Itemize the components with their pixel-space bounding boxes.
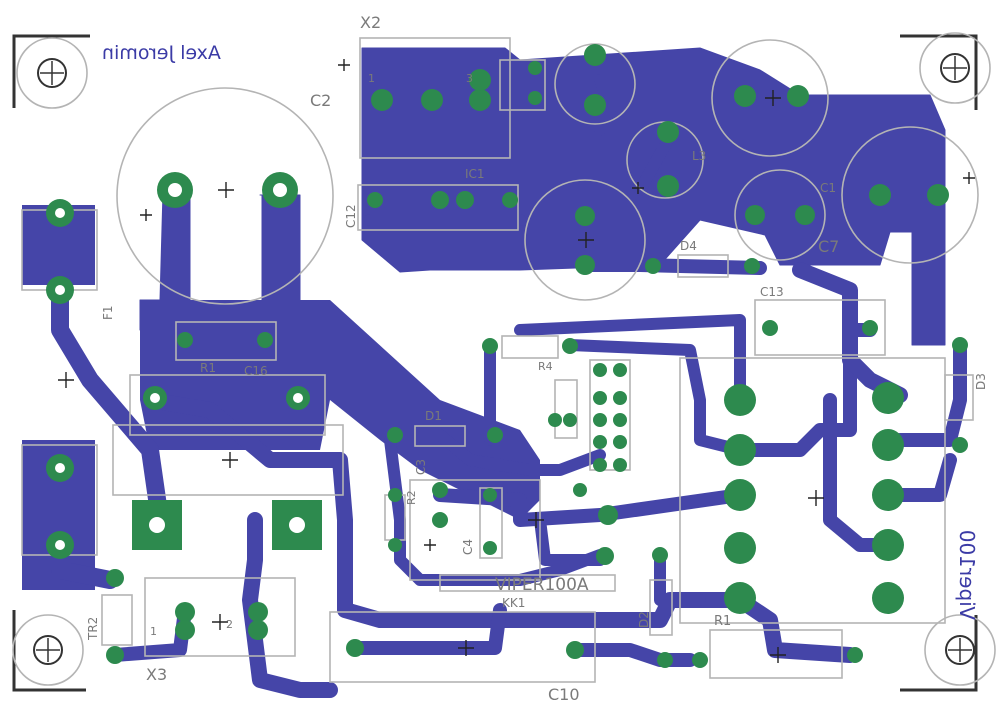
label-c2: C2 bbox=[310, 91, 331, 110]
label-d1: D1 bbox=[425, 409, 442, 423]
labels: Axel Jeromin Viper100 VIPER100A KK1 X2 X… bbox=[86, 13, 988, 704]
heatsink-label: KK1 bbox=[502, 596, 525, 610]
primary-pour bbox=[140, 300, 540, 520]
label-c4: C4 bbox=[461, 539, 475, 555]
copper-traces bbox=[22, 47, 967, 698]
label-d4: D4 bbox=[680, 239, 697, 253]
label-tr2: TR2 bbox=[86, 617, 100, 641]
label-pin1-x2: 1 bbox=[368, 72, 375, 85]
label-f1: F1 bbox=[101, 305, 115, 320]
label-c12: C12 bbox=[344, 204, 358, 228]
trace-c2-left bbox=[139, 191, 191, 331]
label-c7: C7 bbox=[818, 237, 839, 256]
fuse-strip-lower bbox=[22, 440, 95, 590]
mounting-hole-top-right bbox=[919, 32, 991, 104]
board-corner-marks bbox=[12, 34, 978, 692]
label-pin2-x3: 2 bbox=[226, 618, 233, 631]
label-r1: R1 bbox=[200, 361, 216, 375]
mounting-hole-top-left bbox=[16, 37, 88, 109]
label-c1: C1 bbox=[820, 181, 836, 195]
square-pads bbox=[132, 500, 322, 550]
label-x2: X2 bbox=[360, 13, 381, 32]
label-c16: C16 bbox=[244, 364, 268, 378]
label-d2: D2 bbox=[637, 611, 651, 628]
label-d3: D3 bbox=[974, 373, 988, 390]
mounting-hole-bottom-left bbox=[12, 614, 84, 686]
board-id: Viper100 bbox=[955, 530, 979, 620]
label-pin3-x2: 3 bbox=[466, 72, 473, 85]
mounting-hole-bottom-right bbox=[924, 614, 996, 686]
label-l3: L3 bbox=[692, 149, 706, 163]
round-pads bbox=[46, 44, 968, 668]
label-ic1: IC1 bbox=[465, 167, 485, 181]
label-pin1-x3: 1 bbox=[150, 625, 157, 638]
label-r4: R4 bbox=[538, 360, 553, 373]
fuse-strip bbox=[22, 205, 95, 285]
trace-c2-right bbox=[259, 194, 301, 301]
silkscreen bbox=[21, 37, 979, 683]
component-center-markers bbox=[58, 59, 975, 663]
label-x3: X3 bbox=[146, 665, 167, 684]
label-r2: R2 bbox=[405, 490, 418, 505]
label-c13: C13 bbox=[760, 285, 784, 299]
label-r1b: R1 bbox=[714, 614, 731, 629]
label-c10: C10 bbox=[548, 685, 580, 704]
author-credit: Axel Jeromin bbox=[102, 42, 221, 64]
label-c3: C3 bbox=[414, 459, 428, 475]
ic-label: VIPER100A bbox=[495, 575, 589, 595]
